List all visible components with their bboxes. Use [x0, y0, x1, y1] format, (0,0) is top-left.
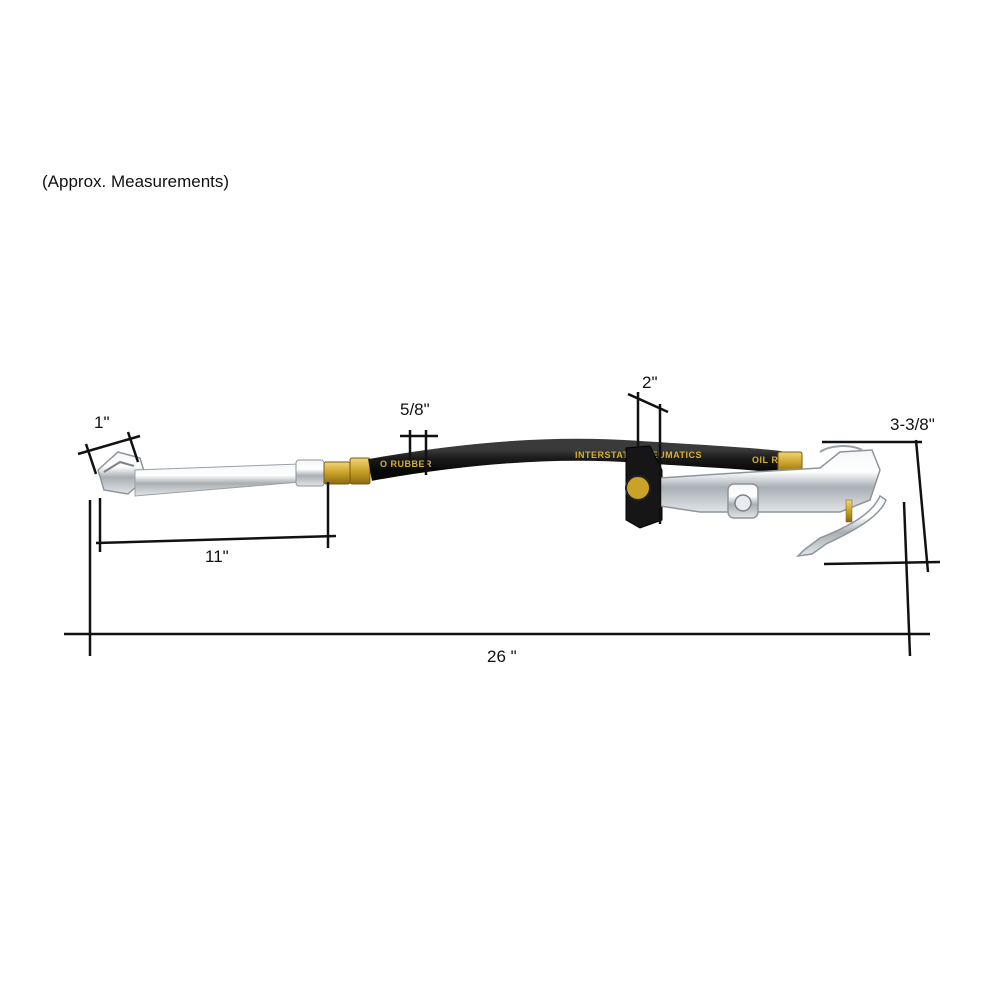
gauge-rubber-bumper	[625, 445, 663, 529]
hose-print-left: O RUBBER	[380, 459, 432, 469]
hose-print-right: OIL R	[752, 455, 778, 465]
dim-label-overall-length: 26 "	[487, 647, 517, 666]
gun-handle-body	[659, 445, 881, 519]
dim-label-hose-diameter: 5/8"	[400, 400, 430, 419]
dim-line-chuck-length	[95, 534, 337, 545]
dim-label-head-width: 1"	[94, 413, 110, 432]
approx-measurements-caption: (Approx. Measurements)	[42, 172, 230, 191]
dim-label-handle-height: 3-3/8"	[890, 415, 935, 434]
trigger-lever	[795, 494, 887, 558]
dimension-lines	[64, 392, 941, 657]
chrome-extension-stem	[134, 459, 325, 497]
tire-inflator-gun: O RUBBER INTERSTATE PNEUMATICS OIL R	[97, 438, 887, 558]
dim-line-gauge-width	[627, 392, 669, 414]
brass-fitting-left	[323, 457, 371, 485]
dim-label-gauge-width: 2"	[642, 373, 658, 392]
rubber-air-hose: O RUBBER INTERSTATE PNEUMATICS OIL R	[368, 438, 782, 481]
dim-label-chuck-length: 11"	[205, 547, 229, 566]
dim-line-handle-height	[914, 439, 930, 573]
